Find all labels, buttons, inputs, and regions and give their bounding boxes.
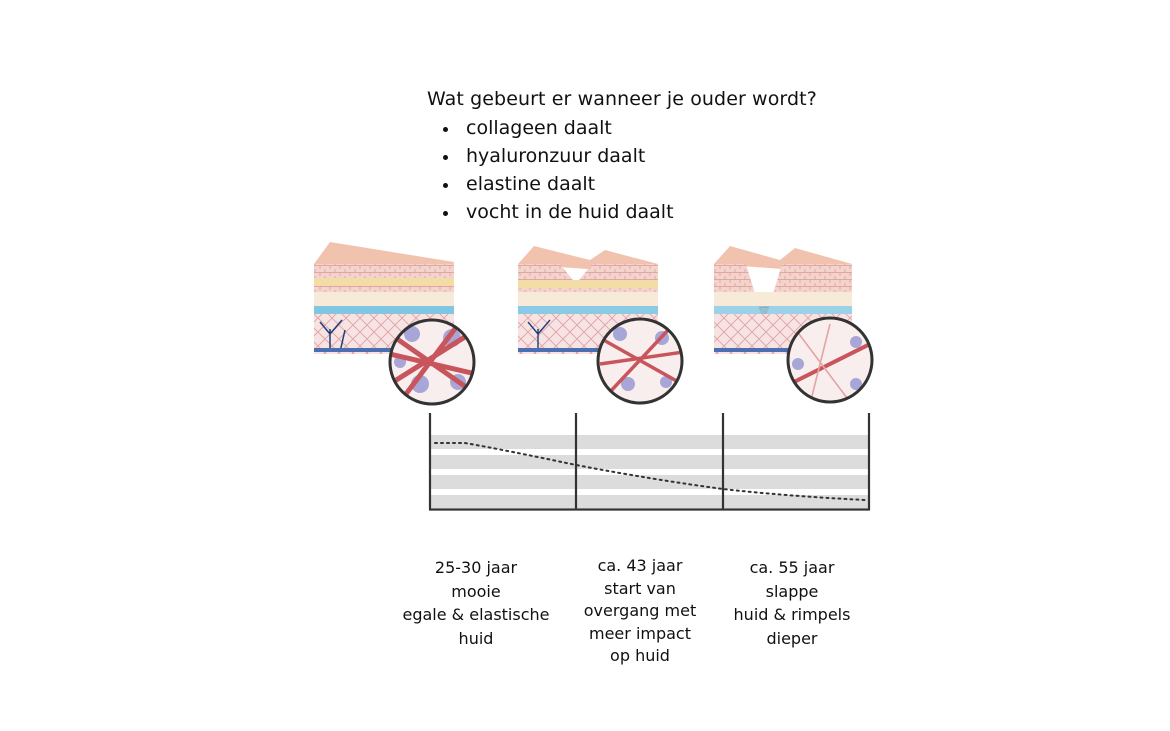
page-heading: Wat gebeurt er wanneer je ouder wordt? xyxy=(427,88,817,110)
stage-text: overgang met xyxy=(583,601,697,620)
stage-caption-young: 25-30 jaar mooie egale & elastische huid xyxy=(402,556,550,650)
timeline-bands xyxy=(430,435,870,508)
skin-block-young xyxy=(314,242,476,406)
stage-caption-middle: ca. 43 jaar start van overgang met meer … xyxy=(580,555,700,668)
stage-text: huid xyxy=(458,628,494,648)
stage-text: dieper xyxy=(766,628,818,648)
aging-effects-list: collageen daalt hyaluronzuur daalt elast… xyxy=(440,116,674,228)
stage-text: start van xyxy=(604,578,676,598)
decline-timeline xyxy=(428,413,871,511)
skin-block-middle xyxy=(518,246,684,405)
stage-caption-older: ca. 55 jaar slappe huid & rimpels dieper xyxy=(730,556,854,650)
skin-block-older xyxy=(714,246,874,404)
timeline-frame xyxy=(428,413,871,511)
bullet-moisture: vocht in de huid daalt xyxy=(440,200,674,228)
bullet-collagen: collageen daalt xyxy=(440,116,674,144)
stage-age: ca. 43 jaar xyxy=(597,556,683,575)
stage-text: meer impact xyxy=(589,623,691,643)
stage-age: 25-30 jaar xyxy=(434,558,518,577)
bullet-elastin: elastine daalt xyxy=(440,172,674,200)
bullet-hyaluronic: hyaluronzuur daalt xyxy=(440,144,674,172)
stage-text: egale & elastische xyxy=(402,605,550,624)
stage-text: mooie xyxy=(451,581,501,601)
stage-age: ca. 55 jaar xyxy=(749,558,835,577)
stage-text: slappe xyxy=(765,581,819,601)
skin-illustrations xyxy=(314,242,874,406)
stage-text: op huid xyxy=(610,646,670,665)
decline-curve xyxy=(434,442,866,501)
stage-text: huid & rimpels xyxy=(733,605,851,624)
